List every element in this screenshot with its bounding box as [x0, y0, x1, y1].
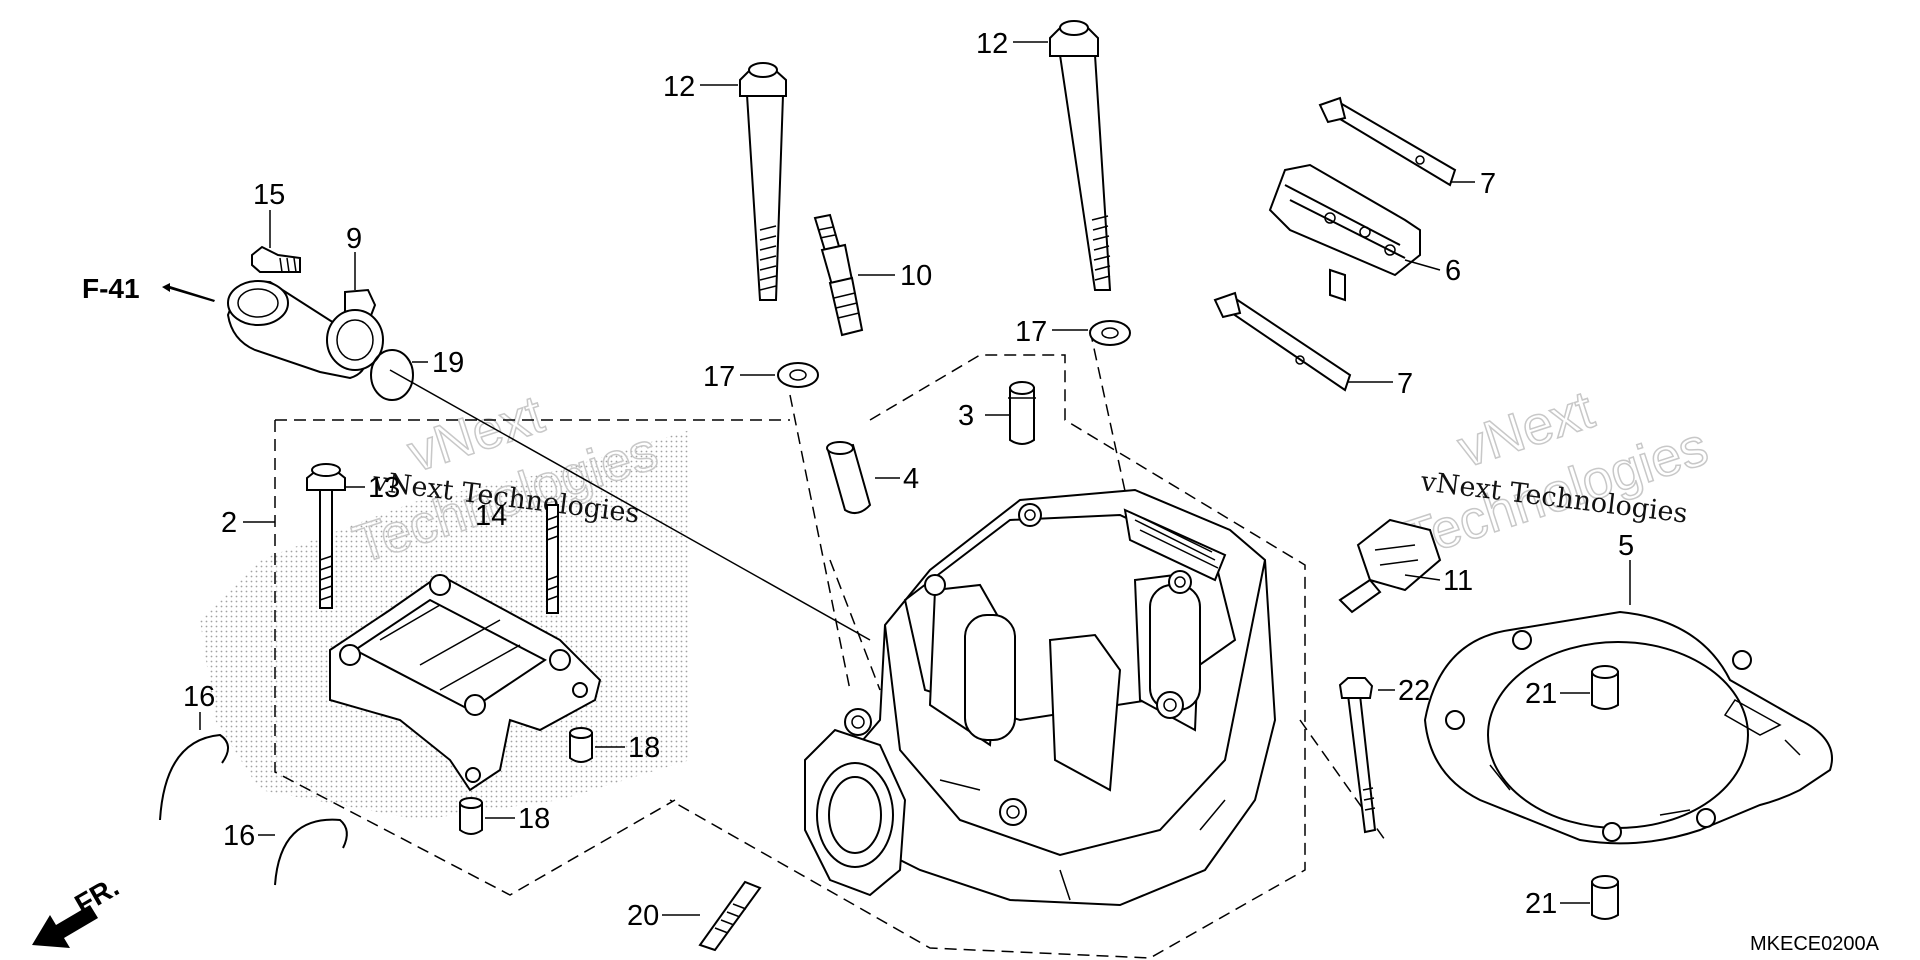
arrow-left-icon — [162, 283, 215, 302]
diagram-code: MKECE0200A — [1750, 933, 1880, 955]
callout-10: 10 — [900, 260, 932, 292]
callout-7-lower: 7 — [1397, 368, 1413, 400]
dowel-21-lower — [1591, 875, 1619, 920]
hose-guide-line — [389, 369, 871, 641]
long-bolt-12-right — [1049, 20, 1112, 291]
washer-17-right — [1089, 320, 1131, 346]
callout-22: 22 — [1398, 675, 1430, 707]
reference-f41: F-41 — [82, 273, 140, 304]
callout-19: 19 — [432, 347, 464, 379]
valve-guide-3 — [1008, 381, 1036, 445]
callout-15: 15 — [253, 179, 285, 211]
callout-17-left: 17 — [703, 361, 735, 393]
bolt-22 — [1338, 677, 1377, 834]
rocker-arm-holder — [329, 573, 602, 792]
callout-12-left: 12 — [663, 71, 695, 103]
o-ring-19 — [370, 349, 414, 401]
sensor-11 — [1338, 518, 1442, 614]
rocker-group-box — [274, 419, 790, 896]
head-gasket-5 — [1423, 610, 1833, 845]
callout-18-upper: 18 — [628, 732, 660, 764]
dowel-pins-18 — [459, 727, 593, 835]
callout-5: 5 — [1618, 530, 1634, 562]
callout-21-upper: 21 — [1525, 678, 1557, 710]
callout-16-lower: 16 — [223, 820, 255, 852]
long-bolt-12-left — [739, 62, 787, 301]
callout-17-right: 17 — [1015, 316, 1047, 348]
valve-guide-4 — [826, 441, 872, 515]
callout-11: 11 — [1443, 565, 1473, 597]
callout-6: 6 — [1445, 255, 1461, 287]
callout-2: 2 — [221, 507, 237, 539]
callout-13: 13 — [368, 472, 400, 504]
rocker-shaft-7-upper — [1318, 96, 1457, 187]
callout-3: 3 — [958, 400, 974, 432]
head-group-box — [669, 354, 1306, 959]
bolt-guide-lines — [789, 329, 1386, 906]
callout-18-lower: 18 — [518, 803, 550, 835]
clip-16-upper — [159, 733, 229, 821]
cam-holder-6 — [1268, 163, 1421, 302]
rocker-shaft-7-lower — [1213, 291, 1352, 392]
holder-bolt-13 — [306, 463, 346, 609]
arrow-down-left-icon — [32, 905, 98, 948]
callout-14: 14 — [475, 500, 507, 532]
water-joint-9 — [226, 280, 384, 380]
cylinder-head — [804, 488, 1277, 907]
stud-20 — [698, 880, 762, 952]
callout-21-lower: 21 — [1525, 888, 1557, 920]
callout-9: 9 — [346, 223, 362, 255]
callout-16-upper: 16 — [183, 681, 215, 713]
leader-lines — [199, 41, 1631, 916]
dowel-21-upper — [1591, 665, 1619, 710]
callout-labels: 12 12 15 9 10 7 6 7 19 17 17 3 4 2 13 14… — [183, 28, 1634, 932]
clip-16-lower — [274, 818, 348, 886]
spark-plug-10 — [813, 213, 864, 337]
callout-4: 4 — [903, 463, 919, 495]
stud-14 — [546, 504, 559, 614]
callout-12-right: 12 — [976, 28, 1008, 60]
callout-20: 20 — [627, 900, 659, 932]
callout-7-upper: 7 — [1480, 168, 1496, 200]
washer-17-left — [777, 362, 819, 388]
bolt-15 — [251, 245, 301, 273]
